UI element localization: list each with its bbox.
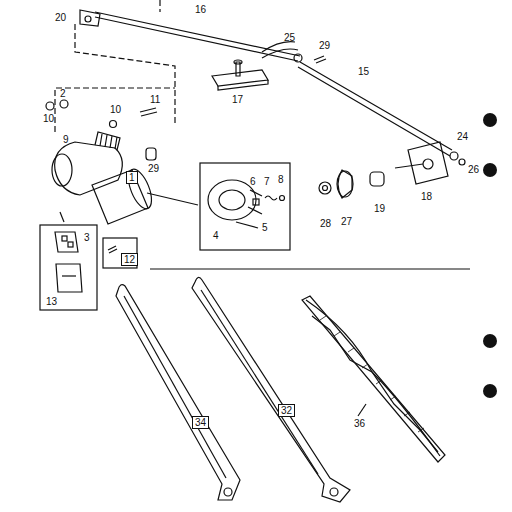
brush [253,199,259,205]
leader-line [60,212,64,222]
blade-rubber [320,316,424,432]
bolt [314,56,326,63]
blade-yoke [312,316,438,452]
washer [110,121,117,128]
nut [46,102,54,110]
output-shaft [95,132,120,150]
boxed-callout: 1 [126,171,138,184]
page-bullet [483,113,497,398]
leader-line [147,193,198,205]
relay-pin [62,236,67,241]
callout-number: 11 [150,94,160,105]
brush-plate-center [219,190,245,210]
relay-socket [55,232,78,252]
brush-plate [208,180,256,220]
bracket-hole [85,16,91,22]
motor-body [92,170,148,224]
cone-seal-face [337,171,353,197]
callout-number: 20 [55,12,66,23]
gearbox-cover [52,154,72,186]
washer [459,159,465,165]
link-rod [298,62,452,156]
shaft-end [234,60,242,64]
callout-number: 4 [213,230,219,241]
wiper-blade [302,296,445,462]
gear-teeth [100,134,117,149]
callout-number: 25 [284,32,295,43]
pivot-edge [218,80,268,90]
callout-number: 7 [264,176,270,187]
boxed-callout: 32 [278,404,295,417]
rod-end [450,152,458,160]
inset-frame [200,163,290,250]
link-rod [95,12,300,61]
washer [60,100,68,108]
callout-number: 15 [358,66,369,77]
callout-number: 26 [468,164,479,175]
callout-number: 10 [43,113,54,124]
callout-number: 9 [63,134,69,145]
callout-number: 27 [341,216,352,227]
callout-number: 32 [281,405,292,416]
cone-seal [338,170,352,198]
inset-frame [40,225,97,310]
callout-number: 2 [60,88,66,99]
bolt [140,108,157,116]
callout-number: 28 [320,218,331,229]
arm-edge [124,296,226,478]
arm-hub [330,488,338,496]
wiper-arm [116,285,240,500]
callout-number: 18 [421,191,432,202]
callout-number: 6 [250,176,256,187]
relay-detail [62,275,76,276]
nut-hole [323,186,328,191]
gearbox [55,142,123,195]
relay [56,264,82,292]
callout-number: 29 [319,40,330,51]
boxed-callout: 34 [192,416,209,429]
callout-number: 16 [195,4,206,15]
callout-number: 1 [129,172,135,183]
brush-holder [248,190,262,214]
wire-lead [236,222,258,228]
arm-hub [224,488,232,496]
screw [108,246,117,253]
rod-end [294,54,302,62]
callout-number: 8 [278,174,284,185]
arm-edge [201,290,318,474]
callout-number: 19 [374,203,385,214]
relay-pin [68,242,73,247]
callout-number: 17 [232,94,243,105]
callout-number: 29 [148,163,159,174]
shaft [395,164,423,168]
callout-number: 12 [124,254,135,265]
grommet [146,148,156,160]
callout-number: 36 [354,418,365,429]
nut [319,182,331,194]
bushing [370,172,384,186]
callout-number: 10 [110,104,121,115]
clip [280,196,285,201]
section-divider [150,268,470,269]
leader-line [358,404,366,416]
callout-number: 13 [46,296,57,307]
callout-number: 34 [195,417,206,428]
dashed-outline [55,0,175,132]
pivot-plate [408,142,448,184]
wiper-arm [192,277,350,502]
callout-number: 3 [84,232,90,243]
callout-number: 24 [457,131,468,142]
plate-hole [423,159,433,169]
spring [265,196,277,200]
spring-clip [262,42,298,58]
boxed-callout: 12 [121,253,138,266]
callout-number: 5 [262,222,268,233]
blade-frame [306,300,440,456]
